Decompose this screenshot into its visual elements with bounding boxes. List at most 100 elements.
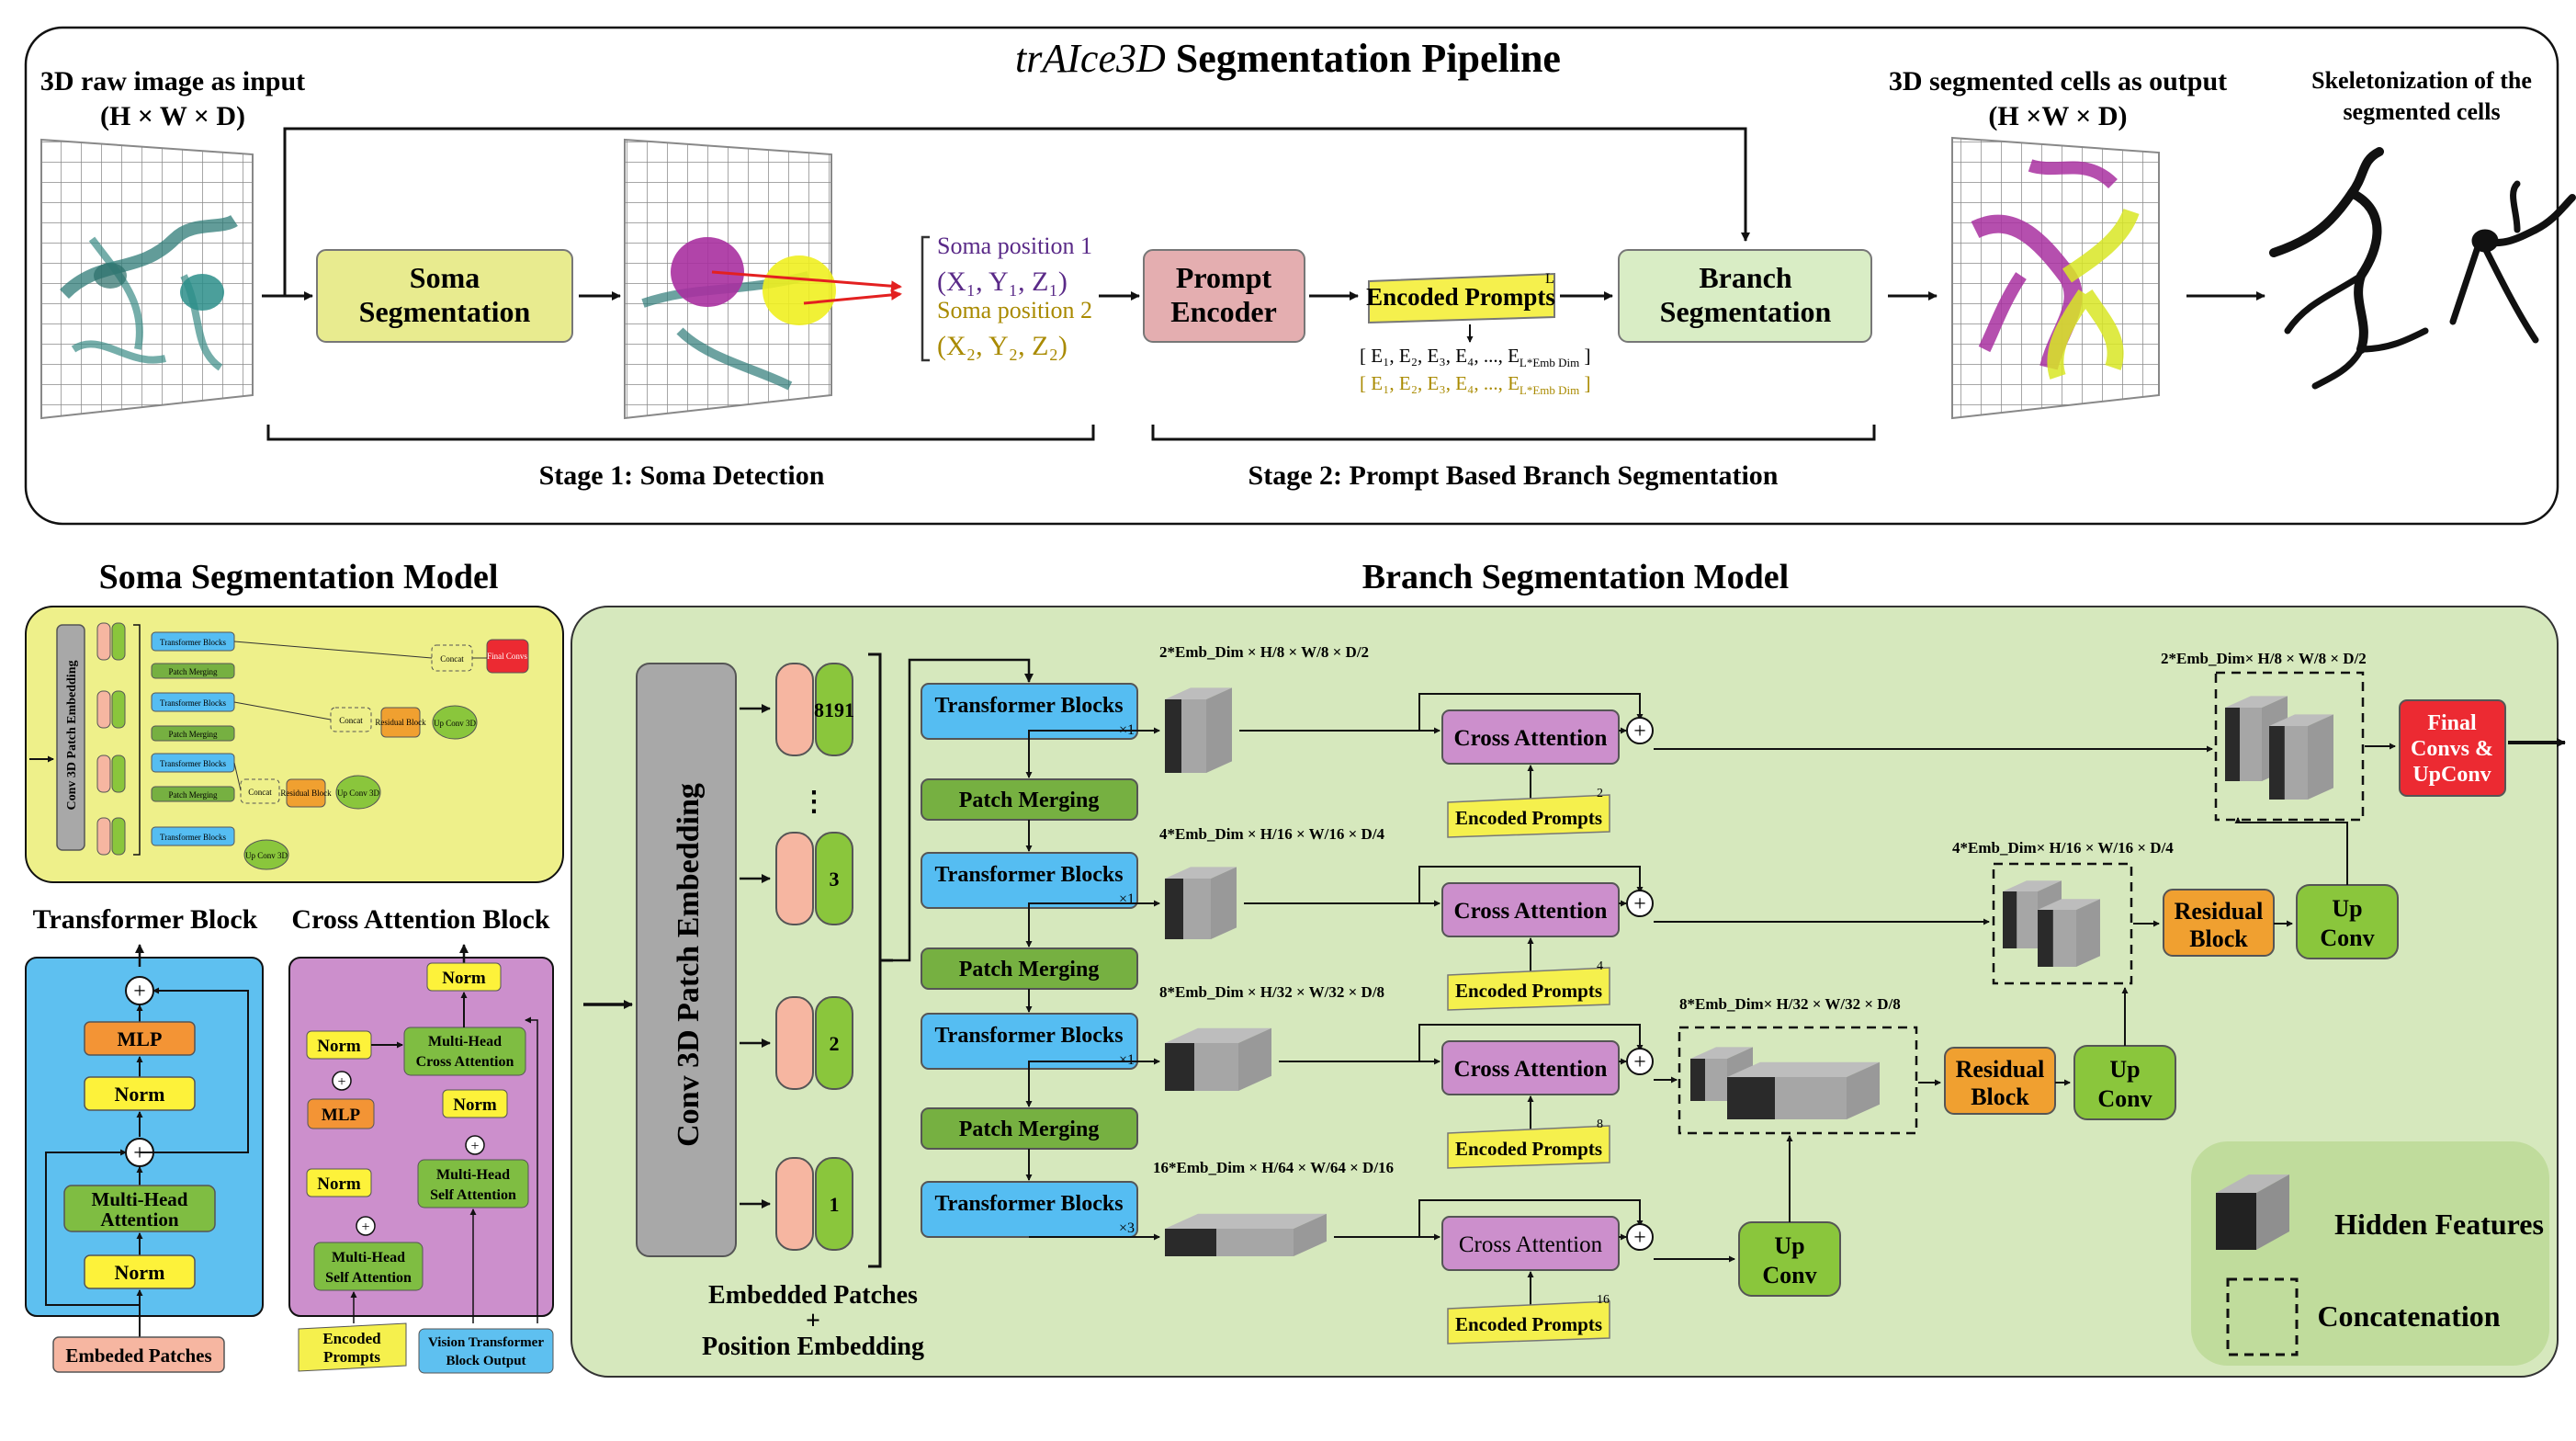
ca-norm-top [426, 962, 502, 992]
add-icon-2 [1626, 890, 1654, 917]
stage1-label: Stage 1: Soma Detection [539, 460, 825, 491]
output-volume-image [1951, 136, 2160, 420]
svg-text:Up Conv 3D: Up Conv 3D [434, 719, 477, 728]
stage1-bracket [266, 425, 1095, 441]
embedded-patches-label: Embedded Patches [708, 1281, 918, 1310]
add-plus-2: + [1633, 892, 1646, 916]
ca-multi-head-self-attention [417, 1159, 529, 1208]
concat3-cube-b [1727, 1061, 1880, 1119]
legend-concat-label: Concatenation [2317, 1299, 2500, 1333]
transformer-mult-4: ×3 [1119, 1220, 1135, 1236]
ca-input-prompts-l2: Prompts [323, 1348, 380, 1366]
ca-mlp [307, 1098, 375, 1129]
hidden-feature-cube-1 [1165, 687, 1232, 773]
svg-text:Up Conv 3D: Up Conv 3D [337, 789, 380, 798]
add-plus-4: + [1633, 1226, 1646, 1250]
tb-norm-1 [84, 1076, 196, 1111]
svg-text:Transformer Blocks: Transformer Blocks [160, 833, 226, 842]
encoded-prompts-1 [1447, 794, 1610, 838]
stage2-bracket [1151, 425, 1876, 441]
pipeline-title: trAIce3D Segmentation Pipeline [1015, 36, 1561, 81]
tb-mha-label-1: Multi-Head [92, 1188, 188, 1210]
ca-plus-2: + [470, 1139, 479, 1154]
encoded-prompts-label-1: Encoded Prompts [1455, 807, 1602, 829]
ca-mhsa-label-1: Multi-Head [436, 1167, 510, 1183]
transformer-block-title: Transformer Block [33, 904, 258, 935]
ca-norm-left-label: Norm [317, 1037, 361, 1056]
branch-segmentation-stage [1618, 249, 1872, 343]
svg-text:Concat: Concat [339, 716, 363, 725]
svg-text:Patch Merging: Patch Merging [168, 730, 218, 739]
cross-attention-label-1: Cross Attention [1454, 726, 1608, 751]
transformer-blocks-label-1: Transformer Blocks [934, 694, 1123, 718]
soma-position-2: Soma position 2 [937, 297, 1092, 323]
hidden-feature-cube-3 [1165, 1027, 1271, 1091]
encoded-prompts-sup-4: 16 [1597, 1293, 1610, 1307]
encoded-prompts-3 [1447, 1125, 1610, 1169]
skeleton-label-2: segmented cells [2343, 98, 2500, 125]
add-plus-3: + [1633, 1050, 1646, 1074]
prompt-encoder-label-2: Encoder [1170, 295, 1277, 328]
up-conv-3-label-2: Conv [2097, 1085, 2152, 1112]
transformer-mult-2: ×1 [1119, 891, 1135, 907]
add-icon-3 [1626, 1048, 1654, 1075]
patch-merging-label-1: Patch Merging [959, 789, 1100, 812]
ca-add-icon-2 [465, 1135, 485, 1155]
soma-position-1: Soma position 1 [937, 233, 1092, 259]
ca-norm-mid [442, 1089, 508, 1118]
encoded-prompts-2 [1447, 967, 1610, 1011]
soma-seg-label-2: Segmentation [359, 295, 531, 328]
branch-patch-embedding [636, 663, 737, 1257]
output-label: 3D segmented cells as output [1889, 66, 2227, 96]
stage2-label: Stage 2: Prompt Based Branch Segmentatio… [1248, 460, 1779, 491]
cross-attention-label-3: Cross Attention [1454, 1057, 1608, 1082]
soma-encoder-blocks: Transformer Blocks Patch Merging Transfo… [151, 631, 529, 870]
tb-mha-label-2: Attention [100, 1208, 178, 1231]
cross-attention-3 [1441, 1040, 1620, 1095]
concat-dims-2: 4*Emb_Dim× H/16 × W/16 × D/4 [1952, 839, 2174, 857]
ca-mhsa2-label-1: Multi-Head [332, 1250, 405, 1265]
tb-input-patches [52, 1336, 225, 1373]
svg-text:Concat: Concat [440, 654, 464, 664]
residual-block-3 [1944, 1047, 2056, 1115]
ca-mhca-label-1: Multi-Head [428, 1034, 502, 1050]
branch-tokens: 8191 ⋮ 3 2 1 [740, 663, 854, 1251]
svg-text:2: 2 [830, 1032, 840, 1055]
tb-plus-1: + [133, 980, 146, 1004]
up-conv-2-label-2: Conv [2320, 925, 2374, 951]
final-convs-label-1: Final [2427, 711, 2477, 735]
add-plus-1: + [1633, 720, 1646, 743]
residual-block-2-label-1: Residual [2175, 898, 2264, 925]
feature-dims-3: 8*Emb_Dim × H/32 × W/32 × D/8 [1159, 983, 1384, 1001]
encoded-prompts-label-3: Encoded Prompts [1455, 1138, 1602, 1160]
svg-text:Concat: Concat [248, 788, 272, 797]
branch-seg-label-2: Segmentation [1660, 295, 1832, 328]
up-conv-3-label-1: Up [2109, 1056, 2140, 1083]
tb-multi-head-attention [63, 1185, 216, 1232]
ca-mhsa2-label-2: Self Attention [325, 1270, 412, 1286]
cross-attention-1 [1441, 709, 1620, 765]
prompt-encoder-label-1: Prompt [1176, 261, 1272, 294]
input-volume-image [40, 138, 254, 420]
ca-norm-low-label: Norm [317, 1174, 361, 1194]
encoded-prompts-sup-3: 8 [1597, 1118, 1603, 1131]
ca-norm-low [306, 1168, 372, 1197]
legend-cube-icon [2216, 1174, 2289, 1250]
svg-text:Residual Block: Residual Block [280, 789, 332, 798]
encoded-prompts-label: Encoded Prompts [1366, 283, 1555, 311]
residual-block-3-label-1: Residual [1956, 1056, 2045, 1083]
residual-block-2-label-2: Block [2189, 925, 2248, 952]
encoded-prompts-label-2: Encoded Prompts [1455, 980, 1602, 1002]
ca-multi-head-self-attention-2 [313, 1242, 424, 1291]
ca-input-vit-l2: Block Output [446, 1354, 525, 1368]
prompt-encoder [1143, 249, 1305, 343]
embedding-vector-1: [ E₁, E₂, E₃, E₄, ..., EL*Emb Dim ] [1360, 345, 1591, 369]
tb-mlp [84, 1021, 196, 1056]
ca-add-icon-3 [356, 1216, 376, 1236]
soma-tokens [96, 622, 126, 856]
svg-text:Transformer Blocks: Transformer Blocks [160, 698, 226, 708]
input-dims: (H × W × D) [100, 101, 245, 131]
embedding-vector-2: [ E₁, E₂, E₃, E₄, ..., EL*Emb Dim ] [1360, 372, 1591, 397]
